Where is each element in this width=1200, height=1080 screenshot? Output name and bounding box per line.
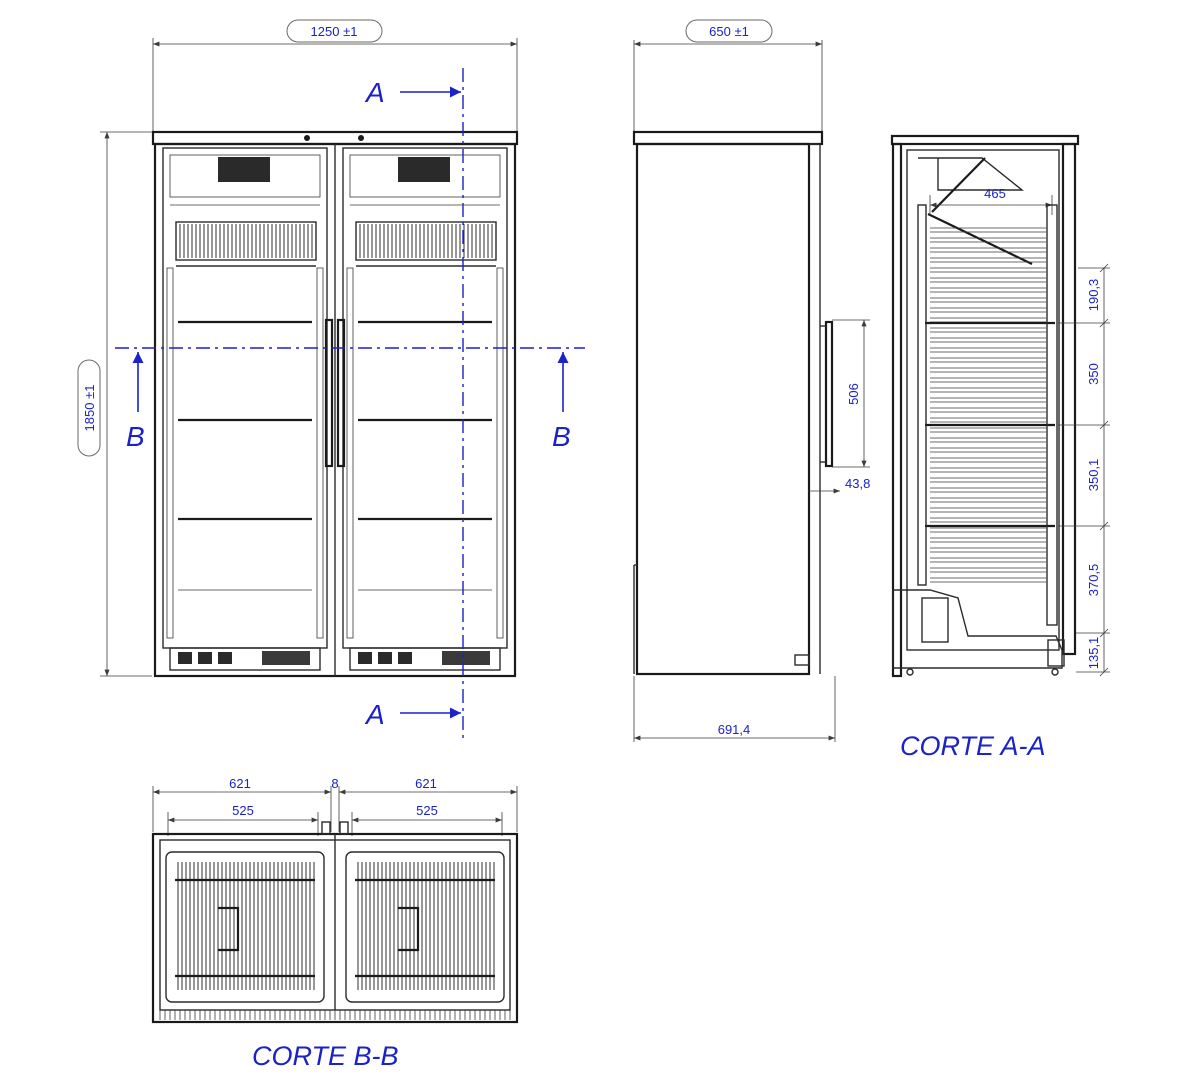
cut-a-bottom-label: A xyxy=(364,699,385,730)
shelf-depth-dimension: 465 xyxy=(929,186,1053,215)
section-bb-title: CORTE B-B xyxy=(252,1041,399,1071)
cut-a-top-label: A xyxy=(364,77,385,108)
handle-length-dimension: 506 xyxy=(832,319,870,468)
cut-b-left-label: B xyxy=(126,421,145,452)
side-depth-label: 650 ±1 xyxy=(709,24,749,39)
spacing-label-3: 350,1 xyxy=(1086,459,1101,492)
left-door xyxy=(162,147,328,671)
spacing-label-4: 370,5 xyxy=(1086,564,1101,597)
evaporator-grilles xyxy=(179,224,493,258)
top-width-dimensions: 621 8 621 525 525 xyxy=(152,776,518,836)
front-view: 1250 ±1 1850 ±1 xyxy=(77,19,585,740)
cut-b-right-label: B xyxy=(552,421,571,452)
door-right-width-label: 621 xyxy=(415,776,437,791)
inner-left-width-label: 525 xyxy=(232,803,254,818)
front-width-label: 1250 ±1 xyxy=(311,24,358,39)
side-view: 650 ±1 506 43,8 691,4 xyxy=(632,19,870,742)
section-line-b: B B xyxy=(115,347,585,452)
shelf-depth-label: 465 xyxy=(984,186,1006,201)
door-gap-label: 8 xyxy=(331,776,338,791)
section-aa-title: CORTE A-A xyxy=(900,731,1046,761)
left-handle xyxy=(324,318,334,468)
front-width-dimension: 1250 ±1 xyxy=(152,19,518,132)
handle-offset-dimension: 43,8 xyxy=(808,476,870,494)
total-depth-dimension: 691,4 xyxy=(633,676,836,742)
side-handle xyxy=(824,320,834,468)
total-depth-label: 691,4 xyxy=(718,722,751,737)
spacing-label-5: 135,1 xyxy=(1086,637,1101,670)
side-depth-dimension: 650 ±1 xyxy=(633,19,823,132)
front-height-dimension: 1850 ±1 xyxy=(77,131,152,677)
bottom-hatch xyxy=(159,1010,511,1020)
section-line-a: A A xyxy=(364,68,464,740)
front-height-label: 1850 ±1 xyxy=(82,385,97,432)
inner-right-width-label: 525 xyxy=(416,803,438,818)
bb-grilles xyxy=(177,862,495,990)
spacing-label-1: 190,3 xyxy=(1086,279,1101,312)
spacing-dimensions: 190,3 350 350,1 370,5 135,1 xyxy=(1058,263,1110,677)
spacing-label-2: 350 xyxy=(1086,363,1101,385)
door-left-width-label: 621 xyxy=(229,776,251,791)
handle-offset-label: 43,8 xyxy=(845,476,870,491)
handle-length-label: 506 xyxy=(846,383,861,405)
section-bb-view: 621 8 621 525 525 CORTE B-B xyxy=(151,776,519,1071)
right-handle xyxy=(336,318,346,468)
section-aa-view: 465 190,3 350 xyxy=(890,134,1110,761)
bottle-slats xyxy=(930,227,1046,583)
